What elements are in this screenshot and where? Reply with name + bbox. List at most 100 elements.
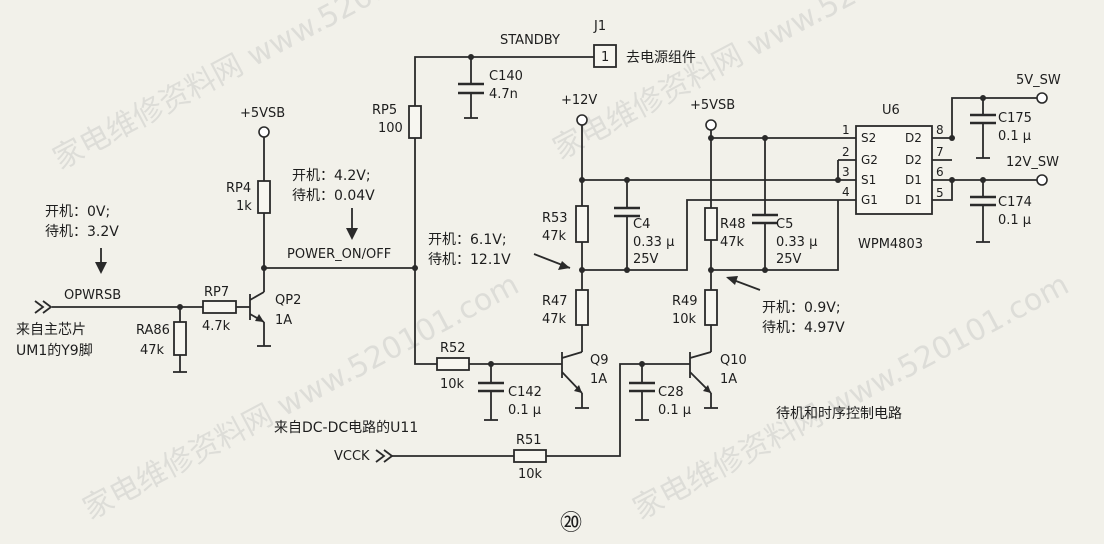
label-source-chip-1: 来自主芯片	[16, 322, 86, 338]
junctions	[177, 54, 986, 367]
label-r48: R48	[720, 217, 746, 232]
label-u6-part: WPM4803	[858, 237, 923, 252]
diagram-caption: 待机和时序控制电路	[776, 406, 902, 422]
junction-dot	[980, 177, 986, 183]
label-r51-value: 10k	[518, 467, 543, 482]
connector-j1	[593, 44, 617, 68]
label-rp7-value: 4.7k	[202, 319, 231, 334]
label-q10-value: 1A	[720, 372, 737, 387]
resistor-rp4	[257, 180, 271, 214]
figure-number: ⑳	[560, 511, 582, 536]
label-c175-value: 0.1 μ	[998, 129, 1031, 144]
u6-left-pins	[838, 137, 856, 201]
label-u6: U6	[882, 103, 900, 118]
junction-dot	[412, 265, 418, 271]
label-c140: C140	[489, 69, 523, 84]
label-pin-d2: D2	[905, 131, 922, 145]
capacitor-c140	[458, 82, 484, 95]
label-c28: C28	[658, 385, 684, 400]
junction-dot	[177, 304, 183, 310]
junction-dot	[708, 135, 714, 141]
label-r49: R49	[672, 294, 698, 309]
junction-dot	[949, 135, 955, 141]
resistor-r47	[575, 289, 589, 326]
label-vcck: VCCK	[334, 449, 370, 464]
label-rp5: RP5	[372, 103, 397, 118]
grounds	[173, 117, 990, 421]
label-rp7: RP7	[204, 285, 229, 300]
label-c5: C5	[776, 217, 793, 232]
label-standby: STANDBY	[500, 33, 560, 48]
label-c174: C174	[998, 195, 1032, 210]
junction-dot	[488, 361, 494, 367]
terminal-5vsb-left	[258, 126, 270, 138]
label-pin-d1: D1	[905, 173, 922, 187]
label-rp5-value: 100	[378, 121, 403, 136]
junction-dot	[708, 267, 714, 273]
transistor-qp2	[249, 291, 265, 323]
capacitor-c175	[970, 113, 996, 125]
label-c4-voltage: 25V	[633, 252, 659, 267]
resistors	[173, 105, 718, 463]
label-j1: J1	[593, 19, 606, 34]
label-pin-g2: G2	[861, 153, 878, 167]
label-r52: R52	[440, 341, 466, 356]
label-pin-s1: S1	[861, 173, 876, 187]
junction-dot	[762, 267, 768, 273]
resistor-r51	[513, 449, 547, 463]
terminal-5v-sw	[1036, 92, 1048, 104]
label-c142-value: 0.1 μ	[508, 403, 541, 418]
label-r53: R53	[542, 211, 568, 226]
wires	[52, 56, 1037, 457]
label-pin-number: 5	[936, 186, 944, 200]
label-r53-value: 47k	[542, 229, 567, 244]
label-pin-d1: D1	[905, 193, 922, 207]
label-ra86-value: 47k	[140, 343, 165, 358]
label-pin-number: 2	[842, 145, 850, 159]
label-pin-number: 4	[842, 185, 850, 199]
label-pin-number: 7	[936, 145, 944, 159]
label-r47: R47	[542, 294, 568, 309]
note-mid-on: 开机：6.1V;	[428, 232, 507, 248]
label-c5-voltage: 25V	[776, 252, 802, 267]
note-left-on: 开机：0V;	[45, 204, 110, 220]
watermark-1: 家电维修资料网 www.520101.com	[47, 0, 494, 177]
labels: STANDBY J1 1 去电源组件 C140 4.7n RP5 100 +5V…	[16, 19, 1061, 536]
label-pin-d2: D2	[905, 153, 922, 167]
capacitor-c28	[629, 381, 655, 393]
label-power-net: POWER_ON/OFF	[287, 247, 391, 262]
label-qp2: QP2	[275, 293, 301, 308]
label-j1-pin: 1	[601, 50, 609, 65]
label-12v-sw: 12V_SW	[1006, 155, 1059, 170]
transistor-q10	[689, 351, 712, 394]
transistor-q9	[561, 351, 583, 394]
resistor-r48	[704, 207, 718, 241]
note-top-standby: 待机：0.04V	[292, 188, 375, 204]
label-r49-value: 10k	[672, 312, 697, 327]
note-mid-standby: 待机：12.1V	[428, 252, 511, 268]
transistors	[249, 291, 712, 394]
junction-dot	[468, 54, 474, 60]
label-pin-number: 3	[842, 165, 850, 179]
resistor-r52	[436, 357, 470, 371]
junction-dot	[762, 135, 768, 141]
note-right-on: 开机：0.9V;	[762, 300, 841, 316]
label-r48-value: 47k	[720, 235, 745, 250]
label-r47-value: 47k	[542, 312, 567, 327]
label-r52-value: 10k	[440, 377, 465, 392]
junction-dot	[949, 177, 955, 183]
junction-dot	[579, 177, 585, 183]
input-arrow-vcck	[375, 449, 394, 463]
note-top-on: 开机：4.2V;	[292, 168, 371, 184]
label-source-chip-2: UM1的Y9脚	[16, 343, 93, 359]
label-c142: C142	[508, 385, 542, 400]
terminal-12v	[576, 114, 588, 126]
capacitors	[458, 82, 996, 399]
label-c5-value: 0.33 μ	[776, 235, 817, 250]
junction-dot	[980, 95, 986, 101]
label-c175: C175	[998, 111, 1032, 126]
input-arrow-opwrsb	[34, 300, 53, 314]
capacitor-c4	[614, 206, 640, 218]
